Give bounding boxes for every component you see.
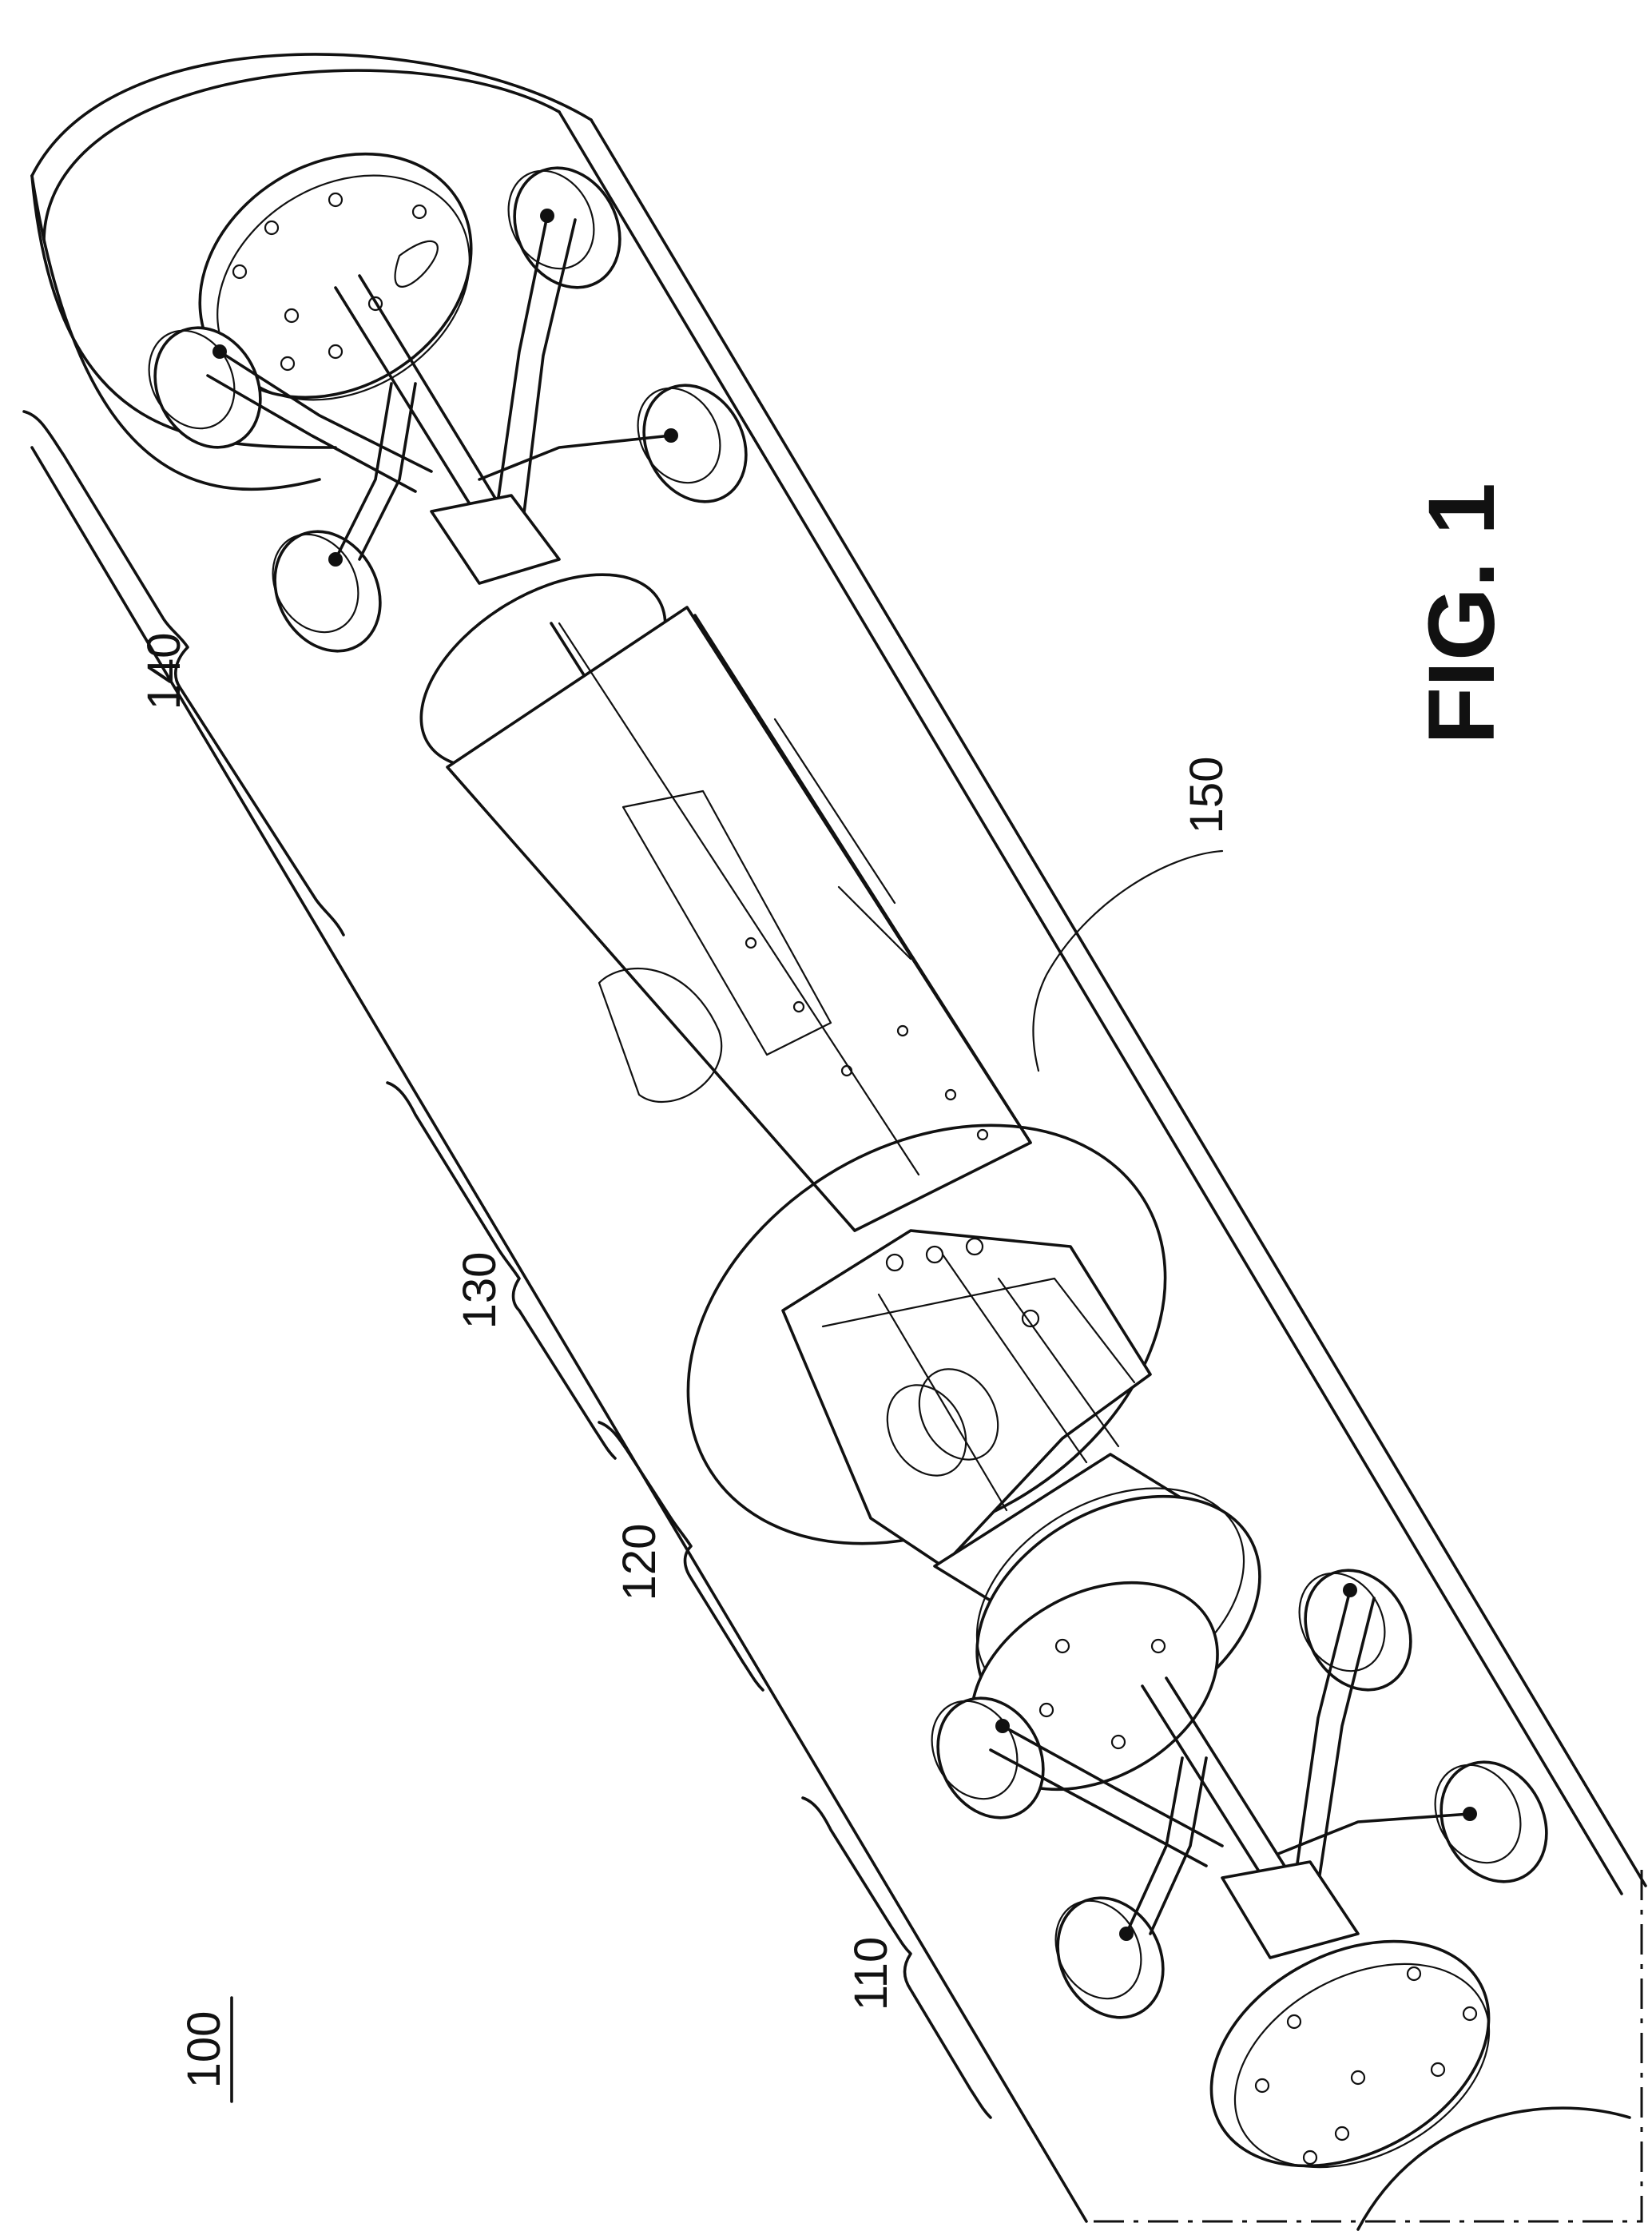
label-140: 140 bbox=[138, 633, 190, 710]
body-module-drawing bbox=[387, 535, 1031, 1231]
label-150: 150 bbox=[1181, 757, 1233, 834]
label-100: 100 bbox=[178, 2011, 230, 2089]
rear-module-drawing bbox=[133, 105, 766, 670]
label-120: 120 bbox=[614, 1524, 665, 1601]
front-module-drawing bbox=[915, 1541, 1567, 2211]
label-130: 130 bbox=[454, 1252, 506, 1330]
figure-label: FIG. 1 bbox=[1409, 483, 1515, 745]
leader-150 bbox=[1033, 851, 1222, 1071]
label-110: 110 bbox=[845, 1937, 897, 2010]
